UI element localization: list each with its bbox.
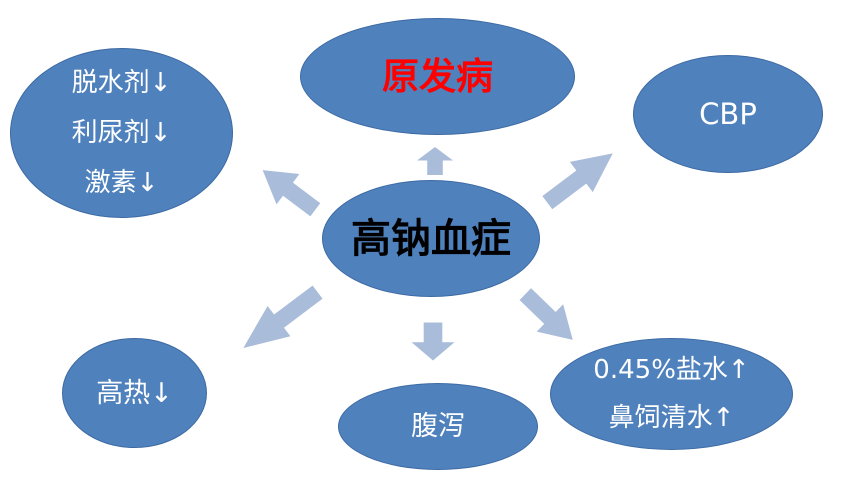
node-label: 高热↓ — [96, 377, 173, 409]
node-label: 鼻饲清水↑ — [608, 403, 735, 433]
arrow-down-right-icon — [519, 288, 573, 340]
node-saline-water: 0.45%盐水↑ 鼻饲清水↑ — [550, 338, 793, 450]
node-hypernatremia: 高钠血症 — [322, 180, 540, 297]
arrow-up-right-icon — [542, 153, 613, 210]
node-label: CBP — [699, 96, 757, 131]
node-label: 腹泻 — [411, 411, 465, 442]
node-label: 原发病 — [382, 55, 493, 98]
node-high-fever: 高热↓ — [62, 338, 207, 448]
arrow-down-left-icon — [243, 285, 323, 348]
arrow-down-icon — [411, 322, 455, 361]
node-diarrhea: 腹泻 — [338, 383, 538, 470]
arrow-up-left-icon — [262, 170, 321, 217]
node-label: 利尿剂↓ — [71, 118, 172, 148]
node-cbp: CBP — [633, 55, 823, 173]
arrow-up-icon — [417, 147, 453, 175]
node-label: 高钠血症 — [351, 215, 511, 262]
node-dehydrant-diuretic-hormone: 脱水剂↓ 利尿剂↓ 激素↓ — [10, 48, 233, 218]
node-label: 激素↓ — [84, 168, 159, 198]
node-primary-disease: 原发病 — [300, 18, 575, 135]
node-label: 脱水剂↓ — [71, 68, 172, 98]
node-label: 0.45%盐水↑ — [593, 355, 750, 385]
